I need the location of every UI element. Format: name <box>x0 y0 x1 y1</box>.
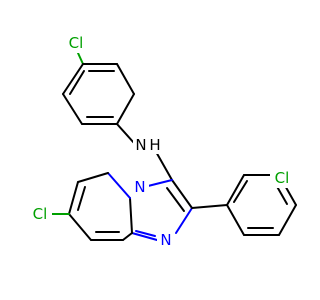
atom-label-n-imine: N <box>157 231 175 249</box>
top-chlorophenyl-ring <box>62 52 135 125</box>
nitrogen-symbol: N <box>135 136 146 154</box>
svg-text:N: N <box>160 231 171 249</box>
pyridine-ring <box>45 172 133 241</box>
hydrogen-symbol: H <box>149 136 160 154</box>
atom-label-n-bridge: N <box>131 178 149 196</box>
atom-label-cl-left: Cl <box>28 204 52 224</box>
svg-text:Cl: Cl <box>69 34 84 52</box>
svg-text:N: N <box>134 178 145 196</box>
atom-label-cl-right: Cl <box>270 168 294 188</box>
atom-label-cl-top: Cl <box>63 33 87 53</box>
svg-text:Cl: Cl <box>33 205 48 223</box>
molecule-structure-diagram: Cl N H N N Cl Cl <box>28 33 297 249</box>
amine-linker <box>116 123 173 181</box>
svg-text:Cl: Cl <box>275 169 290 187</box>
imidazole-ring <box>129 179 193 241</box>
atom-label-nh: N H <box>133 136 161 154</box>
